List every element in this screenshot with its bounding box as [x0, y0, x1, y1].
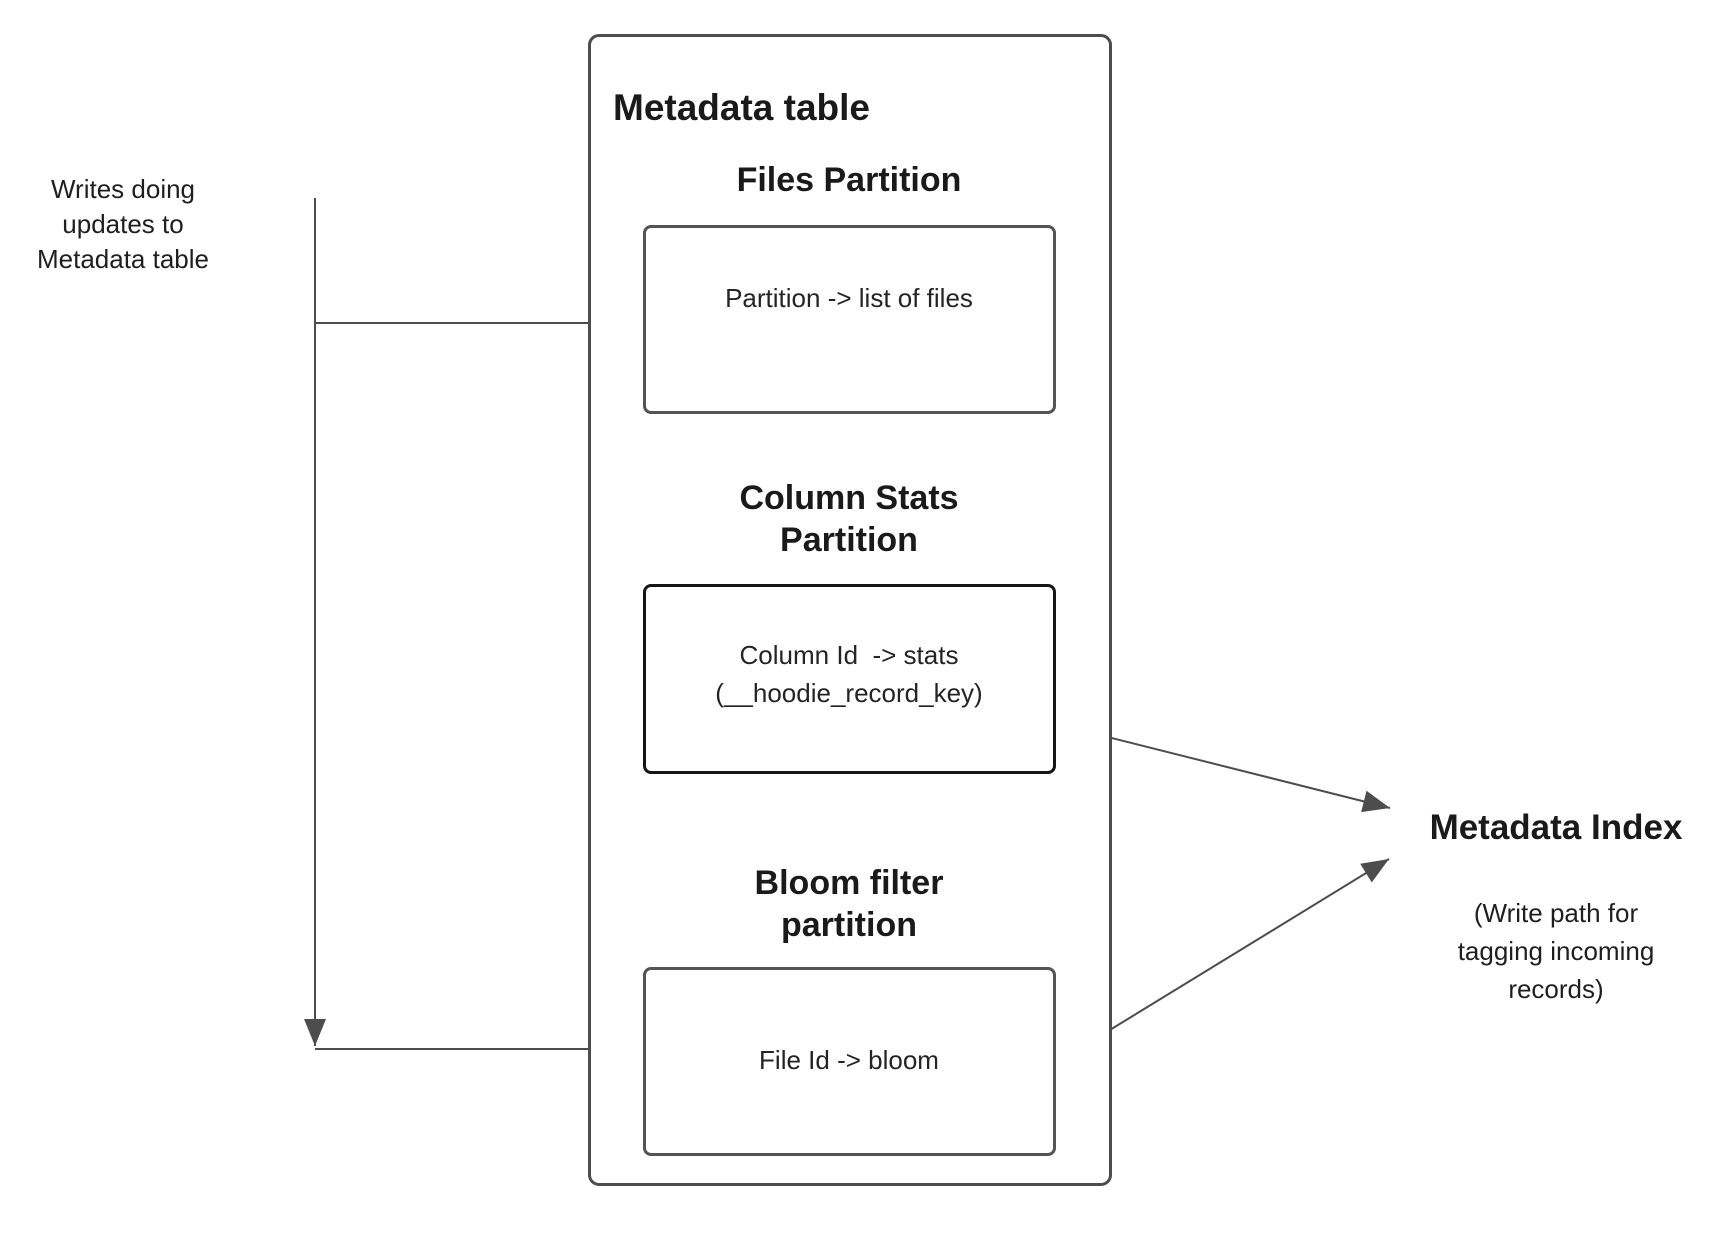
- metadata-table-title: Metadata table: [613, 87, 871, 128]
- bloom-filter-partition-heading: Bloom filter partition: [754, 864, 944, 944]
- column-stats-partition-mapping: Column Id -> stats (__hoodie_record_key): [715, 640, 983, 708]
- files-partition-mapping: Partition -> list of files: [725, 283, 973, 313]
- writes-note: Writes doing updates to Metadata table: [36, 174, 209, 274]
- files-partition-box: [643, 225, 1056, 414]
- column-stats-partition-heading: Column Stats Partition: [739, 479, 959, 559]
- metadata-index-title: Metadata Index: [1429, 808, 1683, 847]
- bloom-filter-partition-box: [643, 967, 1056, 1156]
- bloom-filter-partition-mapping: File Id -> bloom: [759, 1045, 939, 1075]
- column-stats-partition-box: [643, 584, 1056, 774]
- files-partition-heading: Files Partition: [736, 161, 962, 199]
- metadata-index-subtitle: (Write path for tagging incoming records…: [1457, 898, 1655, 1004]
